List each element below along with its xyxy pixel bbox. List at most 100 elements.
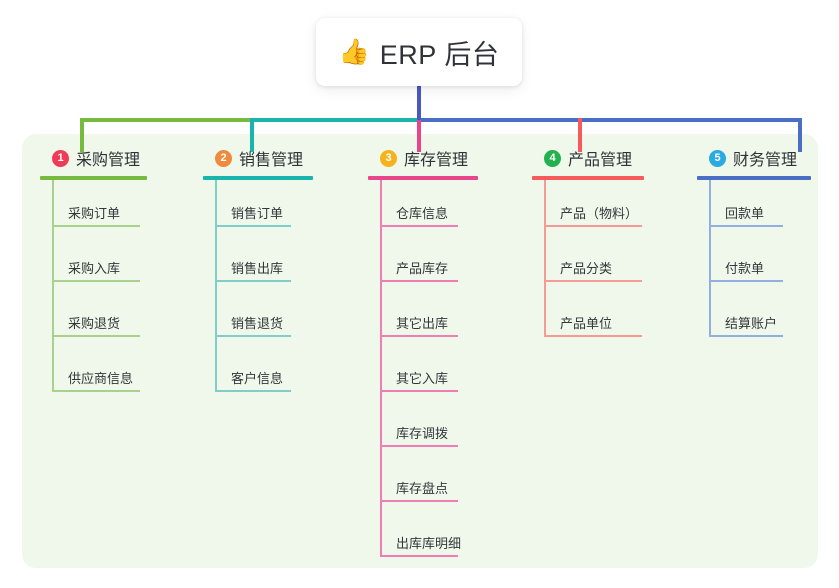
list-item-rule: [52, 335, 140, 337]
list-item[interactable]: 出库库明细: [368, 510, 518, 565]
list-item-rule: [215, 280, 291, 282]
column-badge-3: 3: [380, 149, 397, 167]
list-item-rule: [380, 445, 458, 447]
list-item-rule: [380, 500, 458, 502]
column-badge-2: 2: [215, 149, 232, 167]
column-badge-1: 1: [52, 149, 69, 167]
list-item-label: 结算账户: [725, 316, 778, 331]
list-item-label: 产品（物料）: [560, 206, 639, 221]
list-item-label: 采购入库: [68, 261, 121, 276]
list-item-rule: [544, 225, 642, 227]
list-item-label: 客户信息: [231, 371, 284, 386]
list-item-rule: [709, 335, 783, 337]
thumbs-up-icon: 👍: [338, 37, 370, 66]
list-item-label: 销售出库: [231, 261, 284, 276]
column-2: 2 销售管理销售订单销售出库销售退货客户信息: [203, 146, 353, 400]
column-header-rule-4: [532, 176, 644, 180]
column-badge-5: 5: [709, 149, 726, 167]
list-item-label: 产品分类: [560, 261, 613, 276]
list-item[interactable]: 销售出库: [203, 235, 353, 290]
column-spine-2: [215, 180, 217, 392]
list-item[interactable]: 供应商信息: [40, 345, 190, 400]
list-item[interactable]: 采购退货: [40, 290, 190, 345]
column-title-1: 采购管理: [76, 152, 141, 169]
bus-segment-3: [417, 118, 802, 122]
list-item-rule: [380, 280, 458, 282]
column-items-1: 采购订单采购入库采购退货供应商信息: [40, 180, 190, 400]
list-item-rule: [380, 335, 458, 337]
list-item[interactable]: 采购订单: [40, 180, 190, 235]
list-item-rule: [215, 390, 291, 392]
column-5: 5 财务管理回款单付款单结算账户: [697, 146, 839, 345]
list-item[interactable]: 产品单位: [532, 290, 682, 345]
list-item-rule: [52, 390, 140, 392]
column-header-2[interactable]: 2 销售管理: [203, 146, 353, 170]
list-item-rule: [52, 280, 140, 282]
list-item[interactable]: 仓库信息: [368, 180, 518, 235]
list-item-label: 出库库明细: [396, 536, 462, 551]
list-item[interactable]: 库存盘点: [368, 455, 518, 510]
list-item-rule: [380, 225, 458, 227]
list-item[interactable]: 产品库存: [368, 235, 518, 290]
list-item[interactable]: 产品（物料）: [532, 180, 682, 235]
list-item[interactable]: 销售退货: [203, 290, 353, 345]
column-header-rule-2: [203, 176, 313, 180]
list-item-rule: [52, 225, 140, 227]
list-item-label: 其它出库: [396, 316, 449, 331]
column-4: 4 产品管理产品（物料） 产品分类产品单位: [532, 146, 682, 345]
list-item[interactable]: 其它出库: [368, 290, 518, 345]
list-item[interactable]: 库存调拨: [368, 400, 518, 455]
list-item-label: 回款单: [725, 206, 765, 221]
list-item-rule: [544, 335, 642, 337]
column-header-4[interactable]: 4 产品管理: [532, 146, 682, 170]
column-spine-1: [52, 180, 54, 392]
list-item-label: 库存调拨: [396, 426, 449, 441]
list-item[interactable]: 其它入库: [368, 345, 518, 400]
list-item-label: 销售订单: [231, 206, 284, 221]
column-title-3: 库存管理: [404, 152, 469, 169]
column-badge-4: 4: [544, 149, 561, 167]
list-item-label: 仓库信息: [396, 206, 449, 221]
list-item-label: 付款单: [725, 261, 765, 276]
list-item-rule: [215, 335, 291, 337]
column-spine-3: [380, 180, 382, 557]
bus-segment-2: [250, 118, 418, 122]
column-header-3[interactable]: 3 库存管理: [368, 146, 518, 170]
list-item-label: 产品单位: [560, 316, 613, 331]
column-title-4: 产品管理: [568, 152, 633, 169]
column-header-rule-1: [40, 176, 147, 180]
list-item-label: 其它入库: [396, 371, 449, 386]
column-header-1[interactable]: 1 采购管理: [40, 146, 190, 170]
list-item-label: 销售退货: [231, 316, 284, 331]
list-item[interactable]: 付款单: [697, 235, 839, 290]
root-stem: [417, 86, 421, 120]
list-item[interactable]: 客户信息: [203, 345, 353, 400]
list-item-label: 供应商信息: [68, 371, 134, 386]
column-items-3: 仓库信息产品库存其它出库其它入库库存调拨库存盘点出库库明细: [368, 180, 518, 565]
column-title-2: 销售管理: [239, 152, 304, 169]
root-title: ERP 后台: [379, 39, 500, 70]
list-item-label: 库存盘点: [396, 481, 449, 496]
column-title-5: 财务管理: [733, 152, 798, 169]
list-item-rule: [215, 225, 291, 227]
bus-segment-1: [80, 118, 250, 122]
column-header-5[interactable]: 5 财务管理: [697, 146, 839, 170]
list-item[interactable]: 采购入库: [40, 235, 190, 290]
list-item-rule: [544, 280, 642, 282]
column-spine-4: [544, 180, 546, 337]
column-header-rule-5: [697, 176, 811, 180]
root-node-card[interactable]: 👍 ERP 后台: [316, 18, 522, 86]
column-3: 3 库存管理仓库信息产品库存其它出库其它入库库存调拨库存盘点出库库明细: [368, 146, 518, 565]
list-item-label: 采购退货: [68, 316, 121, 331]
list-item-label: 采购订单: [68, 206, 121, 221]
list-item[interactable]: 销售订单: [203, 180, 353, 235]
list-item[interactable]: 回款单: [697, 180, 839, 235]
diagram-panel: [22, 134, 818, 568]
list-item-label: 产品库存: [396, 261, 449, 276]
list-item-rule: [380, 555, 458, 557]
list-item[interactable]: 结算账户: [697, 290, 839, 345]
column-items-4: 产品（物料） 产品分类产品单位: [532, 180, 682, 345]
list-item[interactable]: 产品分类: [532, 235, 682, 290]
list-item-rule: [380, 390, 458, 392]
column-spine-5: [709, 180, 711, 337]
